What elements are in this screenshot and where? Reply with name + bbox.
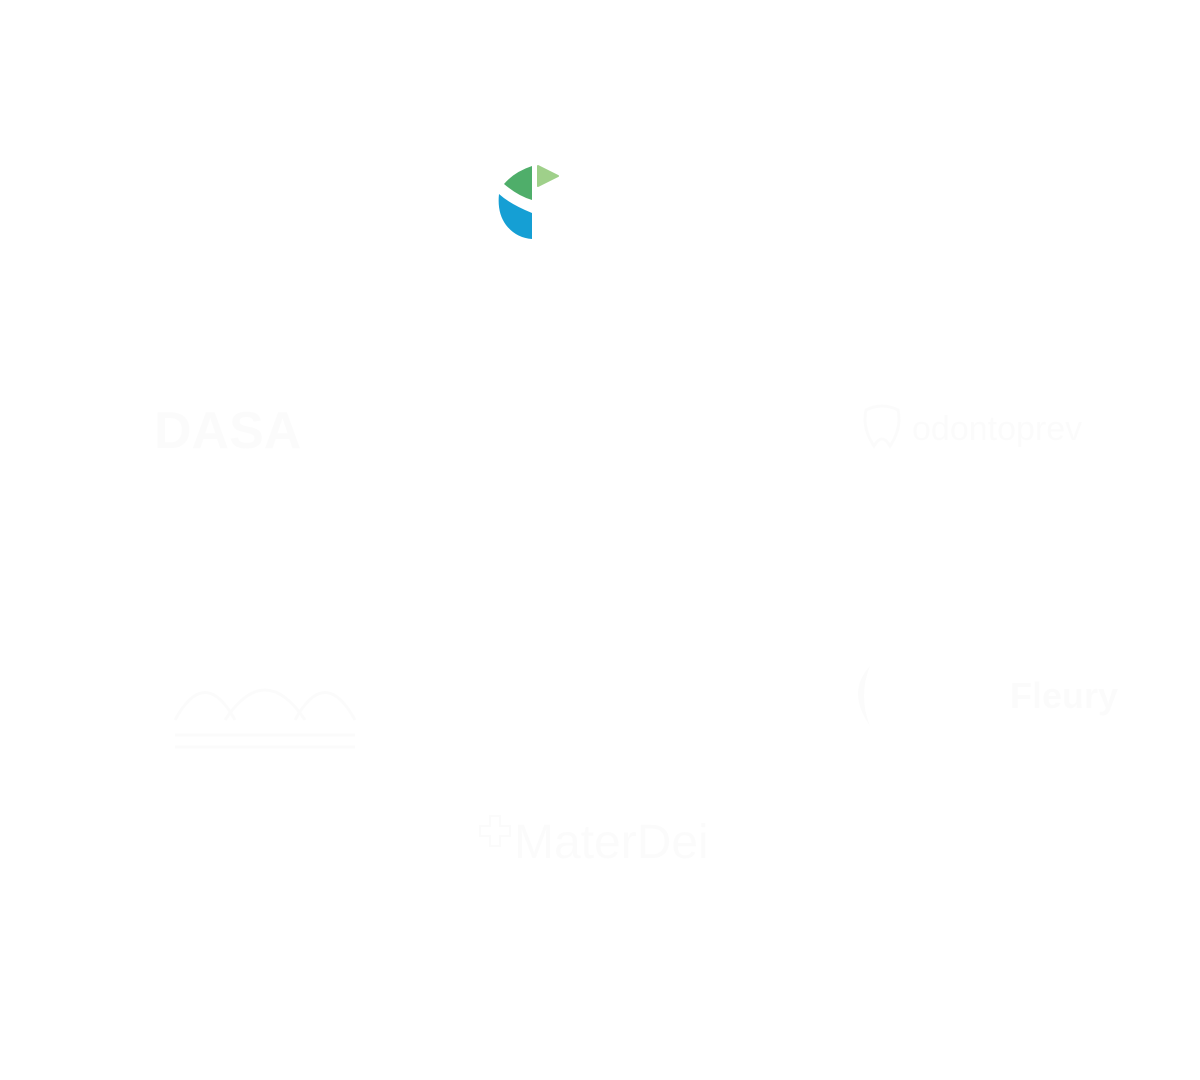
brand-mark-icon bbox=[498, 165, 559, 239]
fleury-logo-text: Fleury bbox=[1010, 675, 1118, 716]
einstein-logo bbox=[173, 688, 357, 749]
odontoprev-logo-text: odontoprev bbox=[912, 410, 1082, 448]
dasa-logo: DASA bbox=[154, 402, 301, 460]
materdei-logo-text: MaterDei bbox=[514, 816, 709, 869]
dasa-logo-text: DASA bbox=[154, 402, 301, 460]
hospital-arches-icon bbox=[173, 688, 357, 749]
odontoprev-logo: odontoprev bbox=[863, 404, 1082, 449]
leaf-icon bbox=[858, 666, 870, 726]
fleury-logo: Fleury bbox=[858, 666, 1118, 726]
materdei-logo: MaterDei bbox=[479, 815, 709, 869]
cross-icon bbox=[479, 815, 511, 847]
tooth-icon bbox=[863, 404, 901, 449]
